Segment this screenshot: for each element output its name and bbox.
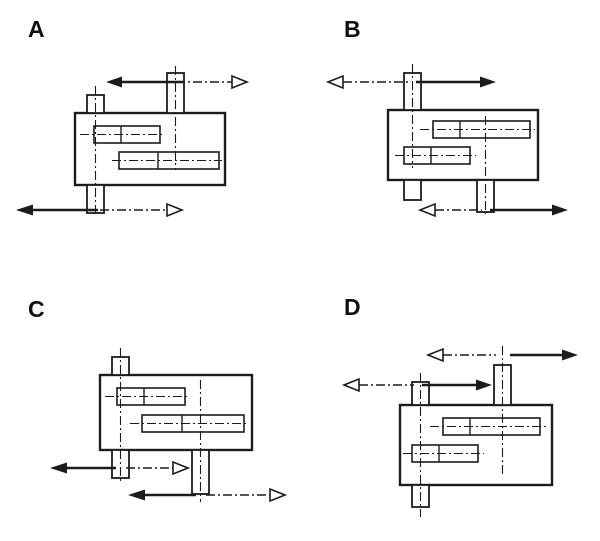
panel-c-label: C xyxy=(28,296,46,322)
arrows-b-bottom-shaft xyxy=(417,202,568,218)
open-arrow-left-head xyxy=(425,347,444,363)
solid-arrow-left-head xyxy=(128,489,145,501)
panel-a-label: A xyxy=(28,16,46,42)
solid-arrow-right-head xyxy=(562,349,578,361)
solid-arrow-left-head xyxy=(16,204,33,216)
arrows-d-top-left-shaft xyxy=(341,377,492,393)
arrows-c-bottom-left-shaft xyxy=(50,460,191,476)
panel-a-diagram xyxy=(16,66,250,218)
solid-arrow-left-head xyxy=(106,76,122,88)
centerlines-d xyxy=(403,346,548,517)
panel-b-diagram xyxy=(325,64,568,218)
gearbox-b xyxy=(386,72,540,213)
open-arrow-right-head xyxy=(269,487,288,503)
gearbox-body xyxy=(386,108,540,182)
gear-cluster-upper xyxy=(432,120,531,139)
open-arrow-left-head xyxy=(341,377,360,393)
centerlines-b xyxy=(395,64,535,214)
open-arrow-left-head xyxy=(417,202,436,218)
gearbox-body xyxy=(73,111,227,187)
gearbox-a xyxy=(73,72,227,214)
panel-c-diagram xyxy=(50,348,288,503)
panel-b-label: B xyxy=(344,16,362,42)
centerlines-c xyxy=(105,348,248,502)
gear-cluster-upper xyxy=(442,417,541,436)
centerlines-a xyxy=(80,66,222,216)
open-arrow-right-head xyxy=(172,460,191,476)
solid-arrow-right-head xyxy=(476,379,492,391)
open-arrow-right-head xyxy=(231,74,250,90)
arrows-c-bottom-right-shaft xyxy=(128,487,288,503)
open-arrow-left-head xyxy=(325,74,344,90)
arrows-b-top-shaft xyxy=(325,74,496,90)
gearbox-body xyxy=(398,403,554,487)
panel-d-diagram xyxy=(341,346,578,517)
open-arrow-right-head xyxy=(166,202,185,218)
gearbox-body xyxy=(98,373,254,452)
solid-arrow-right-head xyxy=(480,76,496,88)
panel-d-label: D xyxy=(344,294,362,320)
shaft-bottom-left xyxy=(403,179,422,201)
solid-arrow-left-head xyxy=(50,462,67,474)
arrows-a-top-shaft xyxy=(106,74,250,90)
solid-arrow-right-head xyxy=(552,204,568,216)
arrows-d-top-right-shaft xyxy=(425,347,578,363)
arrows-a-bottom-shaft xyxy=(16,202,185,218)
